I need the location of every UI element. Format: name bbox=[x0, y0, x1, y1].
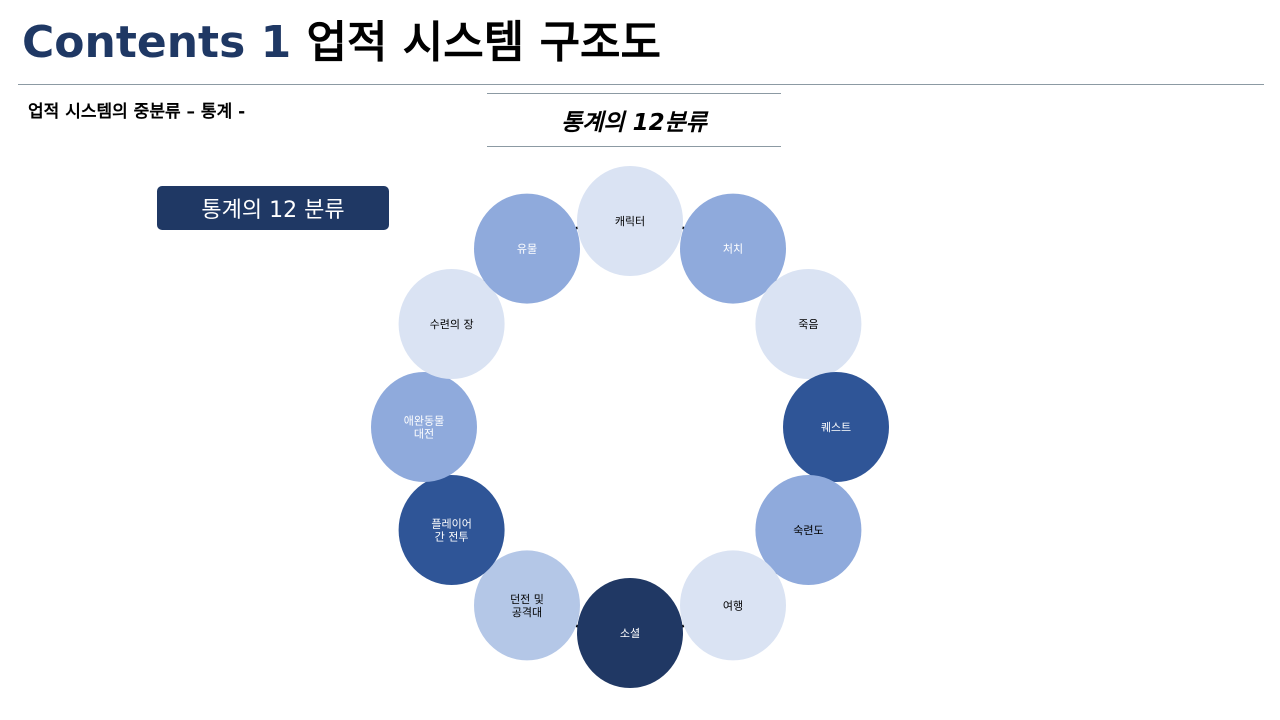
category-badge: 통계의 12 분류 bbox=[157, 186, 389, 230]
cycle-node-label: 간 전투 bbox=[435, 531, 469, 544]
cycle-node-label: 처치 bbox=[723, 243, 743, 256]
cycle-node-circle bbox=[755, 269, 862, 379]
cycle-node-circle bbox=[755, 475, 862, 585]
cycle-node-circle bbox=[474, 550, 580, 661]
cycle-node-circle bbox=[371, 372, 477, 482]
cycle-node: 죽음 bbox=[755, 269, 862, 379]
cycle-node: 처치 bbox=[680, 193, 786, 304]
cycle-node-circle bbox=[398, 269, 505, 379]
page-title-main: 업적 시스템 구조도 bbox=[306, 17, 662, 68]
category-badge-label: 통계의 12 분류 bbox=[201, 198, 345, 223]
cycle-node-circle bbox=[680, 193, 786, 304]
cycle-node: 소셜 bbox=[577, 578, 683, 688]
cycle-node-label: 플레이어 bbox=[431, 518, 471, 531]
cycle-node-label: 공격대 bbox=[512, 606, 542, 619]
cycle-node-label: 여행 bbox=[723, 599, 743, 612]
cycle-node-circle bbox=[398, 475, 505, 585]
cycle-node: 숙련도 bbox=[755, 475, 862, 585]
cycle-node-label: 죽음 bbox=[798, 318, 818, 331]
cycle-node-label: 던전 및 bbox=[510, 593, 544, 606]
cycle-node-label: 퀘스트 bbox=[821, 421, 851, 434]
center-title-box: 통계의 12분류 bbox=[487, 93, 781, 147]
cycle-node-label: 숙련도 bbox=[793, 524, 823, 537]
section-subtitle: 업적 시스템의 중분류 – 통계 - bbox=[28, 102, 246, 122]
page-title-prefix: Contents 1 bbox=[22, 17, 292, 68]
title-divider bbox=[18, 84, 1264, 85]
cycle-node-circle bbox=[577, 166, 683, 276]
cycle-node: 퀘스트 bbox=[783, 372, 889, 482]
cycle-node-circle bbox=[680, 550, 786, 661]
cycle-node-label: 소셜 bbox=[620, 627, 640, 640]
cycle-node: 수련의 장 bbox=[398, 269, 505, 379]
center-title: 통계의 12분류 bbox=[561, 110, 707, 136]
cycle-node-label: 애완동물 bbox=[404, 415, 444, 428]
page-title: Contents 1 업적 시스템 구조도 bbox=[22, 12, 661, 74]
cycle-node-label: 유물 bbox=[517, 243, 537, 256]
cycle-node: 여행 bbox=[680, 550, 786, 661]
cycle-node-circle bbox=[474, 193, 580, 304]
cycle-node-circle bbox=[783, 372, 889, 482]
cycle-node: 유물 bbox=[474, 193, 580, 304]
cycle-node-label: 캐릭터 bbox=[615, 215, 645, 228]
cycle-node: 캐릭터 bbox=[577, 166, 683, 276]
cycle-node-label: 수련의 장 bbox=[430, 318, 474, 331]
cycle-node-circle bbox=[577, 578, 683, 688]
cycle-node-label: 대전 bbox=[414, 428, 434, 441]
